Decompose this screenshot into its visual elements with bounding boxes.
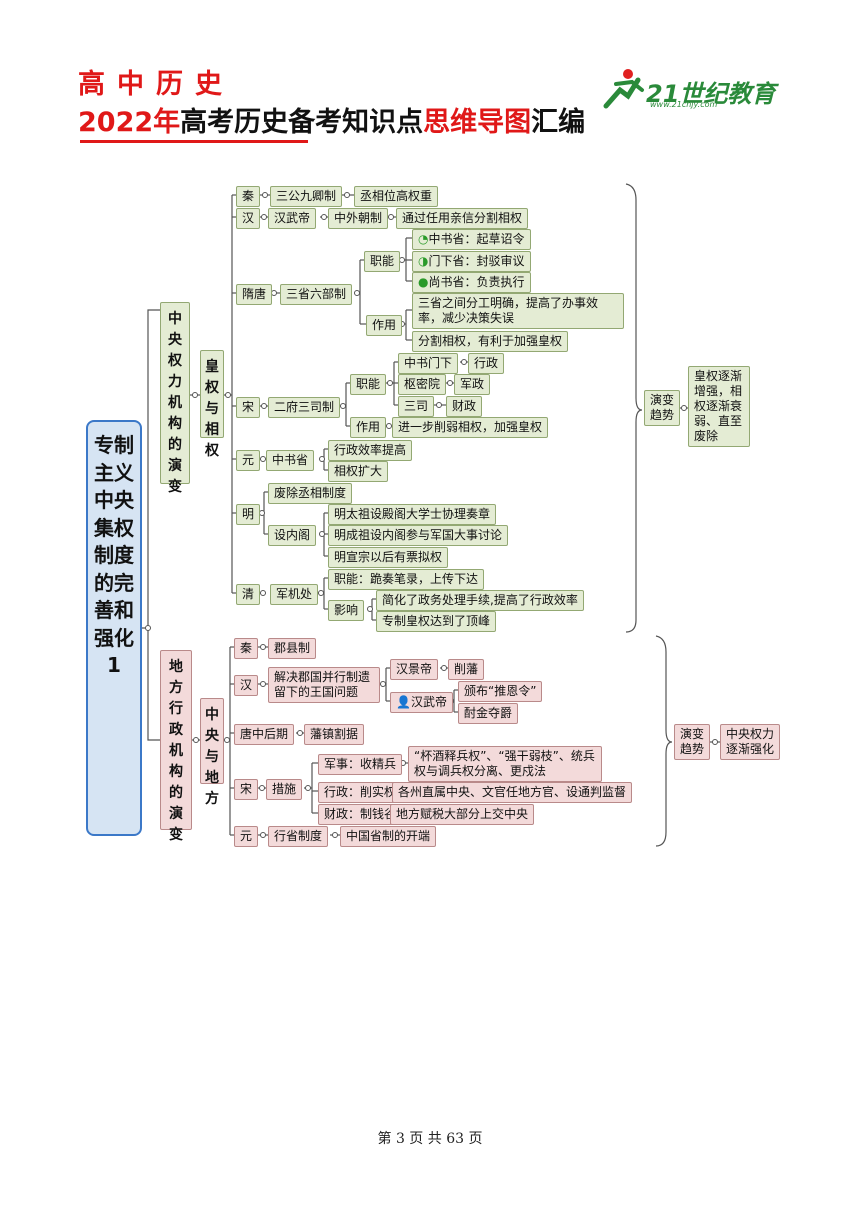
- logo-url: www.21cnjy.com: [650, 100, 718, 109]
- c-song-effect: 进一步削弱相权，加强皇权: [392, 417, 549, 438]
- c-song-zuoyong: 作用: [350, 417, 387, 438]
- c-song-xz: 行政: [468, 353, 505, 374]
- c-han-node: 汉: [236, 208, 260, 229]
- c-yuan-b2: 相权扩大: [328, 461, 389, 482]
- document-title: 2022年高考历史备考知识点思维导图汇编: [78, 100, 585, 139]
- person-icon: 👤: [396, 695, 411, 709]
- l-qin-a: 郡县制: [268, 638, 317, 659]
- c-sui-shangshu: ●尚书省：负责执行: [412, 272, 531, 293]
- c-sui-effect2: 分割相权，有利于加强皇权: [412, 331, 569, 352]
- l-song-mil: 军事：收精兵: [318, 754, 403, 775]
- l-qin-node: 秦: [234, 638, 258, 659]
- c-yuan-b1: 行政效率提高: [328, 440, 413, 461]
- central-sub-node: 皇权与相权: [200, 350, 224, 459]
- c-qing-a: 军机处: [270, 584, 319, 605]
- c-sui-zhineng: 职能: [364, 251, 401, 272]
- l-han-jingdi: 汉景帝: [390, 659, 439, 680]
- local-title-node: 地方行政机构的演变: [160, 650, 192, 843]
- root-node: 专制主义中央集权制度的完善和强化1: [86, 420, 142, 836]
- l-trend-text: 中央权力逐渐强化: [720, 724, 780, 760]
- c-han-a: 汉武帝: [268, 208, 317, 229]
- c-sui-zhongshu: ◔中书省：起草诏令: [412, 229, 531, 250]
- c-sui-effect1: 三省之间分工明确，提高了办事效率，减少决策失误: [412, 293, 624, 329]
- c-song-ss: 三司: [398, 396, 435, 417]
- l-yuan-node: 元: [234, 826, 258, 847]
- c-song-cz: 财政: [446, 396, 483, 417]
- c-song-smy: 枢密院: [398, 374, 447, 395]
- c-song-a: 二府三司制: [268, 397, 341, 418]
- l-yuan-b: 中国省制的开端: [340, 826, 437, 847]
- c-qing-c: 影响: [328, 600, 365, 621]
- central-title-node: 中央权力机构的演变: [160, 302, 190, 495]
- l-han-xuefan: 削藩: [448, 659, 485, 680]
- c-ming-c3: 明宣宗以后有票拟权: [328, 547, 449, 568]
- title-mindmap: 思维导图: [423, 107, 532, 138]
- subject-title: 高中历史: [78, 69, 234, 100]
- c-qing-b: 职能：跪奏笔录，上传下达: [328, 569, 485, 590]
- title-mid: 高考历史备考知识点: [180, 107, 424, 138]
- l-trend-label: 演变趋势: [674, 724, 710, 760]
- l-yuan-a: 行省制度: [268, 826, 329, 847]
- c-qin-b: 丞相位高权重: [354, 186, 439, 207]
- title-year: 2022年: [78, 107, 181, 138]
- logo-text: 21世纪教育: [646, 80, 776, 108]
- l-han-node: 汉: [234, 675, 258, 696]
- c-yuan-a: 中书省: [266, 450, 315, 471]
- l-han-wudi: 👤汉武帝: [390, 692, 453, 713]
- c-qing-d2: 专制皇权达到了顶峰: [376, 611, 497, 632]
- l-han-jiujin: 酎金夺爵: [458, 703, 519, 724]
- l-tang-a: 藩镇割据: [304, 724, 365, 745]
- c-ming-c2: 明成祖设内阁参与军国大事讨论: [328, 525, 509, 546]
- c-qing-d1: 简化了政务处理手续,提高了行政效率: [376, 590, 584, 611]
- c-ming-a: 废除丞相制度: [268, 483, 353, 504]
- l-song-a: 措施: [266, 779, 303, 800]
- l-song-mil-d: “杯酒释兵权”、“强干弱枝”、统兵权与调兵权分离、更戍法: [408, 746, 602, 782]
- local-sub-node: 中央与地方: [200, 698, 224, 807]
- c-trend-label: 演变趋势: [644, 390, 680, 426]
- logo-runner-icon: [603, 69, 644, 109]
- l-song-adm: 行政：削实权: [318, 782, 403, 803]
- c-song-zsmx: 中书门下: [398, 353, 459, 374]
- c-yuan-node: 元: [236, 450, 260, 471]
- page-number: 第 3 页 共 63 页: [377, 1131, 483, 1147]
- mindmap-connectors: [142, 183, 720, 847]
- c-qin-a: 三公九卿制: [270, 186, 343, 207]
- l-han-a: 解决郡国并行制遗留下的王国问题: [268, 667, 380, 703]
- c-qing-node: 清: [236, 584, 260, 605]
- c-song-jz: 军政: [454, 374, 491, 395]
- c-sui-a: 三省六部制: [280, 284, 353, 305]
- l-song-node: 宋: [234, 779, 258, 800]
- c-han-c: 通过任用亲信分割相权: [396, 208, 529, 229]
- c-song-node: 宋: [236, 397, 260, 418]
- l-song-fin-d: 地方赋税大部分上交中央: [390, 804, 535, 825]
- title-underline: [80, 140, 308, 143]
- c-ming-b: 设内阁: [268, 525, 317, 546]
- c-trend-text: 皇权逐渐增强，相权逐渐衰弱、直至废除: [688, 366, 750, 447]
- c-sui-zuoyong: 作用: [366, 315, 403, 336]
- l-tang-node: 唐中后期: [234, 724, 295, 745]
- c-ming-c1: 明太祖设殿阁大学士协理奏章: [328, 504, 497, 525]
- c-sui-menxia: ◑门下省：封驳审议: [412, 251, 531, 272]
- c-han-b: 中外朝制: [328, 208, 389, 229]
- title-end: 汇编: [531, 107, 586, 138]
- l-song-fin: 财政：制钱谷: [318, 804, 403, 825]
- c-song-zhineng: 职能: [350, 374, 387, 395]
- l-song-adm-d: 各州直属中央、文官任地方官、设通判监督: [392, 782, 633, 803]
- c-sui-node: 隋唐: [236, 284, 273, 305]
- c-ming-node: 明: [236, 504, 260, 525]
- l-han-tuien: 颁布“推恩令”: [458, 681, 543, 702]
- c-qin-node: 秦: [236, 186, 260, 207]
